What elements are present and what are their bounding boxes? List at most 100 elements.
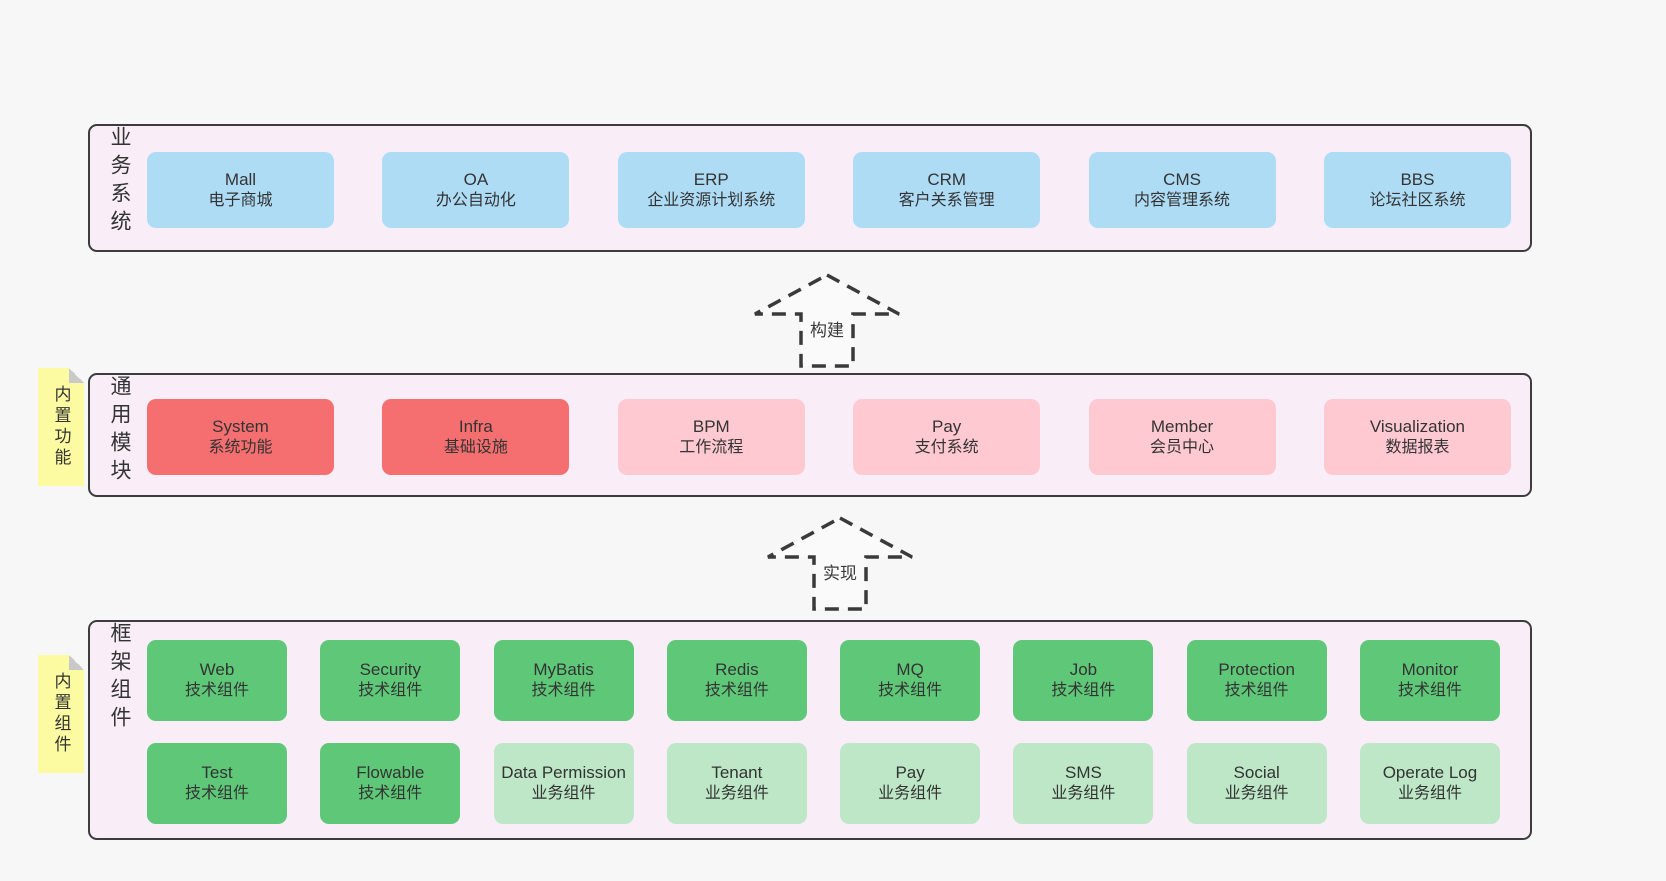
box-job: Job 技术组件 <box>1013 640 1154 721</box>
box-pay-module-desc: 支付系统 <box>914 438 979 456</box>
box-job-name: Job <box>1069 660 1098 680</box>
box-mybatis-name: MyBatis <box>533 660 594 680</box>
box-crm-name: CRM <box>927 169 967 189</box>
box-security-name: Security <box>359 660 421 680</box>
box-erp-name: ERP <box>693 169 729 189</box>
box-mq: MQ 技术组件 <box>840 640 981 721</box>
arrow-implement: 实现 <box>755 513 925 613</box>
box-mq-name: MQ <box>896 660 924 680</box>
box-bbs-name: BBS <box>1400 169 1435 189</box>
box-test: Test 技术组件 <box>147 743 287 824</box>
box-flowable-name: Flowable <box>356 763 425 783</box>
box-system: System 系统功能 <box>147 399 334 475</box>
box-tenant-name: Tenant <box>711 763 763 783</box>
box-system-name: System <box>212 416 269 436</box>
band-framework-components-label: 框架组件 <box>108 622 131 734</box>
box-bbs: BBS 论坛社区系统 <box>1323 152 1511 228</box>
box-monitor-desc: 技术组件 <box>1397 682 1462 700</box>
arrow-implement-label: 实现 <box>820 559 860 584</box>
box-operate-log: Operate Log 业务组件 <box>1359 743 1500 824</box>
box-mall-desc: 电子商城 <box>208 191 273 209</box>
sticky-builtin-features-label: 内置功能 <box>51 385 71 469</box>
box-test-name: Test <box>201 763 233 783</box>
box-bpm-name: BPM <box>692 416 730 436</box>
box-social-desc: 业务组件 <box>1224 785 1289 803</box>
box-sms-desc: 业务组件 <box>1051 785 1116 803</box>
box-erp: ERP 企业资源计划系统 <box>617 152 805 228</box>
folded-corner-icon <box>69 655 84 670</box>
box-infra: Infra 基础设施 <box>382 399 570 475</box>
box-bpm-desc: 工作流程 <box>679 438 744 456</box>
box-visualization-desc: 数据报表 <box>1385 438 1450 456</box>
box-cms: CMS 内容管理系统 <box>1088 152 1276 228</box>
box-pay-component: Pay 业务组件 <box>840 743 981 824</box>
box-pay-component-desc: 业务组件 <box>878 785 943 803</box>
box-security-desc: 技术组件 <box>358 682 423 700</box>
box-redis-name: Redis <box>715 660 759 680</box>
box-erp-desc: 企业资源计划系统 <box>647 191 776 209</box>
box-crm-desc: 客户关系管理 <box>898 191 995 209</box>
box-mybatis: MyBatis 技术组件 <box>493 640 634 721</box>
box-infra-name: Infra <box>458 416 493 436</box>
box-mybatis-desc: 技术组件 <box>531 682 596 700</box>
box-protection-desc: 技术组件 <box>1224 682 1289 700</box>
box-tenant-desc: 业务组件 <box>704 785 769 803</box>
box-visualization: Visualization 数据报表 <box>1323 399 1511 475</box>
box-bpm: BPM 工作流程 <box>617 399 805 475</box>
box-social: Social 业务组件 <box>1186 743 1327 824</box>
box-mq-desc: 技术组件 <box>878 682 943 700</box>
box-visualization-name: Visualization <box>1369 416 1466 436</box>
box-sms: SMS 业务组件 <box>1013 743 1154 824</box>
box-crm: CRM 客户关系管理 <box>853 152 1041 228</box>
box-operate-log-desc: 业务组件 <box>1397 785 1462 803</box>
sticky-builtin-features: 内置功能 <box>38 368 84 486</box>
box-mall-name: Mall <box>224 169 257 189</box>
sticky-builtin-components-label: 内置组件 <box>51 672 71 756</box>
box-data-permission-desc: 业务组件 <box>531 785 596 803</box>
box-member: Member 会员中心 <box>1088 399 1276 475</box>
sticky-builtin-components: 内置组件 <box>38 655 84 773</box>
box-cms-name: CMS <box>1163 169 1201 189</box>
arrow-build-label: 构建 <box>807 316 847 341</box>
box-sms-name: SMS <box>1064 763 1102 783</box>
box-flowable-desc: 技术组件 <box>358 785 423 803</box>
box-data-permission-name: Data Permission <box>501 763 626 783</box>
box-social-name: Social <box>1233 763 1280 783</box>
box-job-desc: 技术组件 <box>1051 682 1116 700</box>
box-pay-module-name: Pay <box>932 416 962 436</box>
box-system-desc: 系统功能 <box>208 438 273 456</box>
box-pay-component-name: Pay <box>895 763 925 783</box>
box-cms-desc: 内容管理系统 <box>1134 191 1231 209</box>
box-web-name: Web <box>199 660 235 680</box>
band-common-modules-label: 通用模块 <box>108 375 131 487</box>
band-framework-components: 框架组件 Web 技术组件 Security 技术组件 MyBatis 技术组件… <box>88 620 1532 840</box>
box-member-name: Member <box>1150 416 1214 436</box>
box-monitor: Monitor 技术组件 <box>1359 640 1500 721</box>
box-flowable: Flowable 技术组件 <box>320 743 461 824</box>
box-protection: Protection 技术组件 <box>1186 640 1327 721</box>
box-web: Web 技术组件 <box>147 640 287 721</box>
box-data-permission: Data Permission 业务组件 <box>493 743 634 824</box>
box-tenant: Tenant 业务组件 <box>666 743 807 824</box>
box-oa-desc: 办公自动化 <box>435 191 516 209</box>
box-monitor-name: Monitor <box>1401 660 1459 680</box>
box-bbs-desc: 论坛社区系统 <box>1369 191 1466 209</box>
box-security: Security 技术组件 <box>320 640 461 721</box>
box-redis: Redis 技术组件 <box>666 640 807 721</box>
arrow-build: 构建 <box>742 270 912 370</box>
folded-corner-icon <box>69 368 84 383</box>
band-common-modules: 通用模块 System 系统功能 Infra 基础设施 BPM 工作流程 Pay… <box>88 373 1532 497</box>
box-member-desc: 会员中心 <box>1150 438 1215 456</box>
box-web-desc: 技术组件 <box>184 682 249 700</box>
box-test-desc: 技术组件 <box>184 785 249 803</box>
box-oa: OA 办公自动化 <box>382 152 570 228</box>
box-oa-name: OA <box>463 169 489 189</box>
box-redis-desc: 技术组件 <box>704 682 769 700</box>
band-business-systems-label: 业务系统 <box>108 126 131 238</box>
box-infra-desc: 基础设施 <box>443 438 508 456</box>
box-pay-module: Pay 支付系统 <box>853 399 1041 475</box>
box-protection-name: Protection <box>1218 660 1295 680</box>
band-business-systems: 业务系统 Mall 电子商城 OA 办公自动化 ERP 企业资源计划系统 CRM… <box>88 124 1532 252</box>
box-mall: Mall 电子商城 <box>147 152 334 228</box>
